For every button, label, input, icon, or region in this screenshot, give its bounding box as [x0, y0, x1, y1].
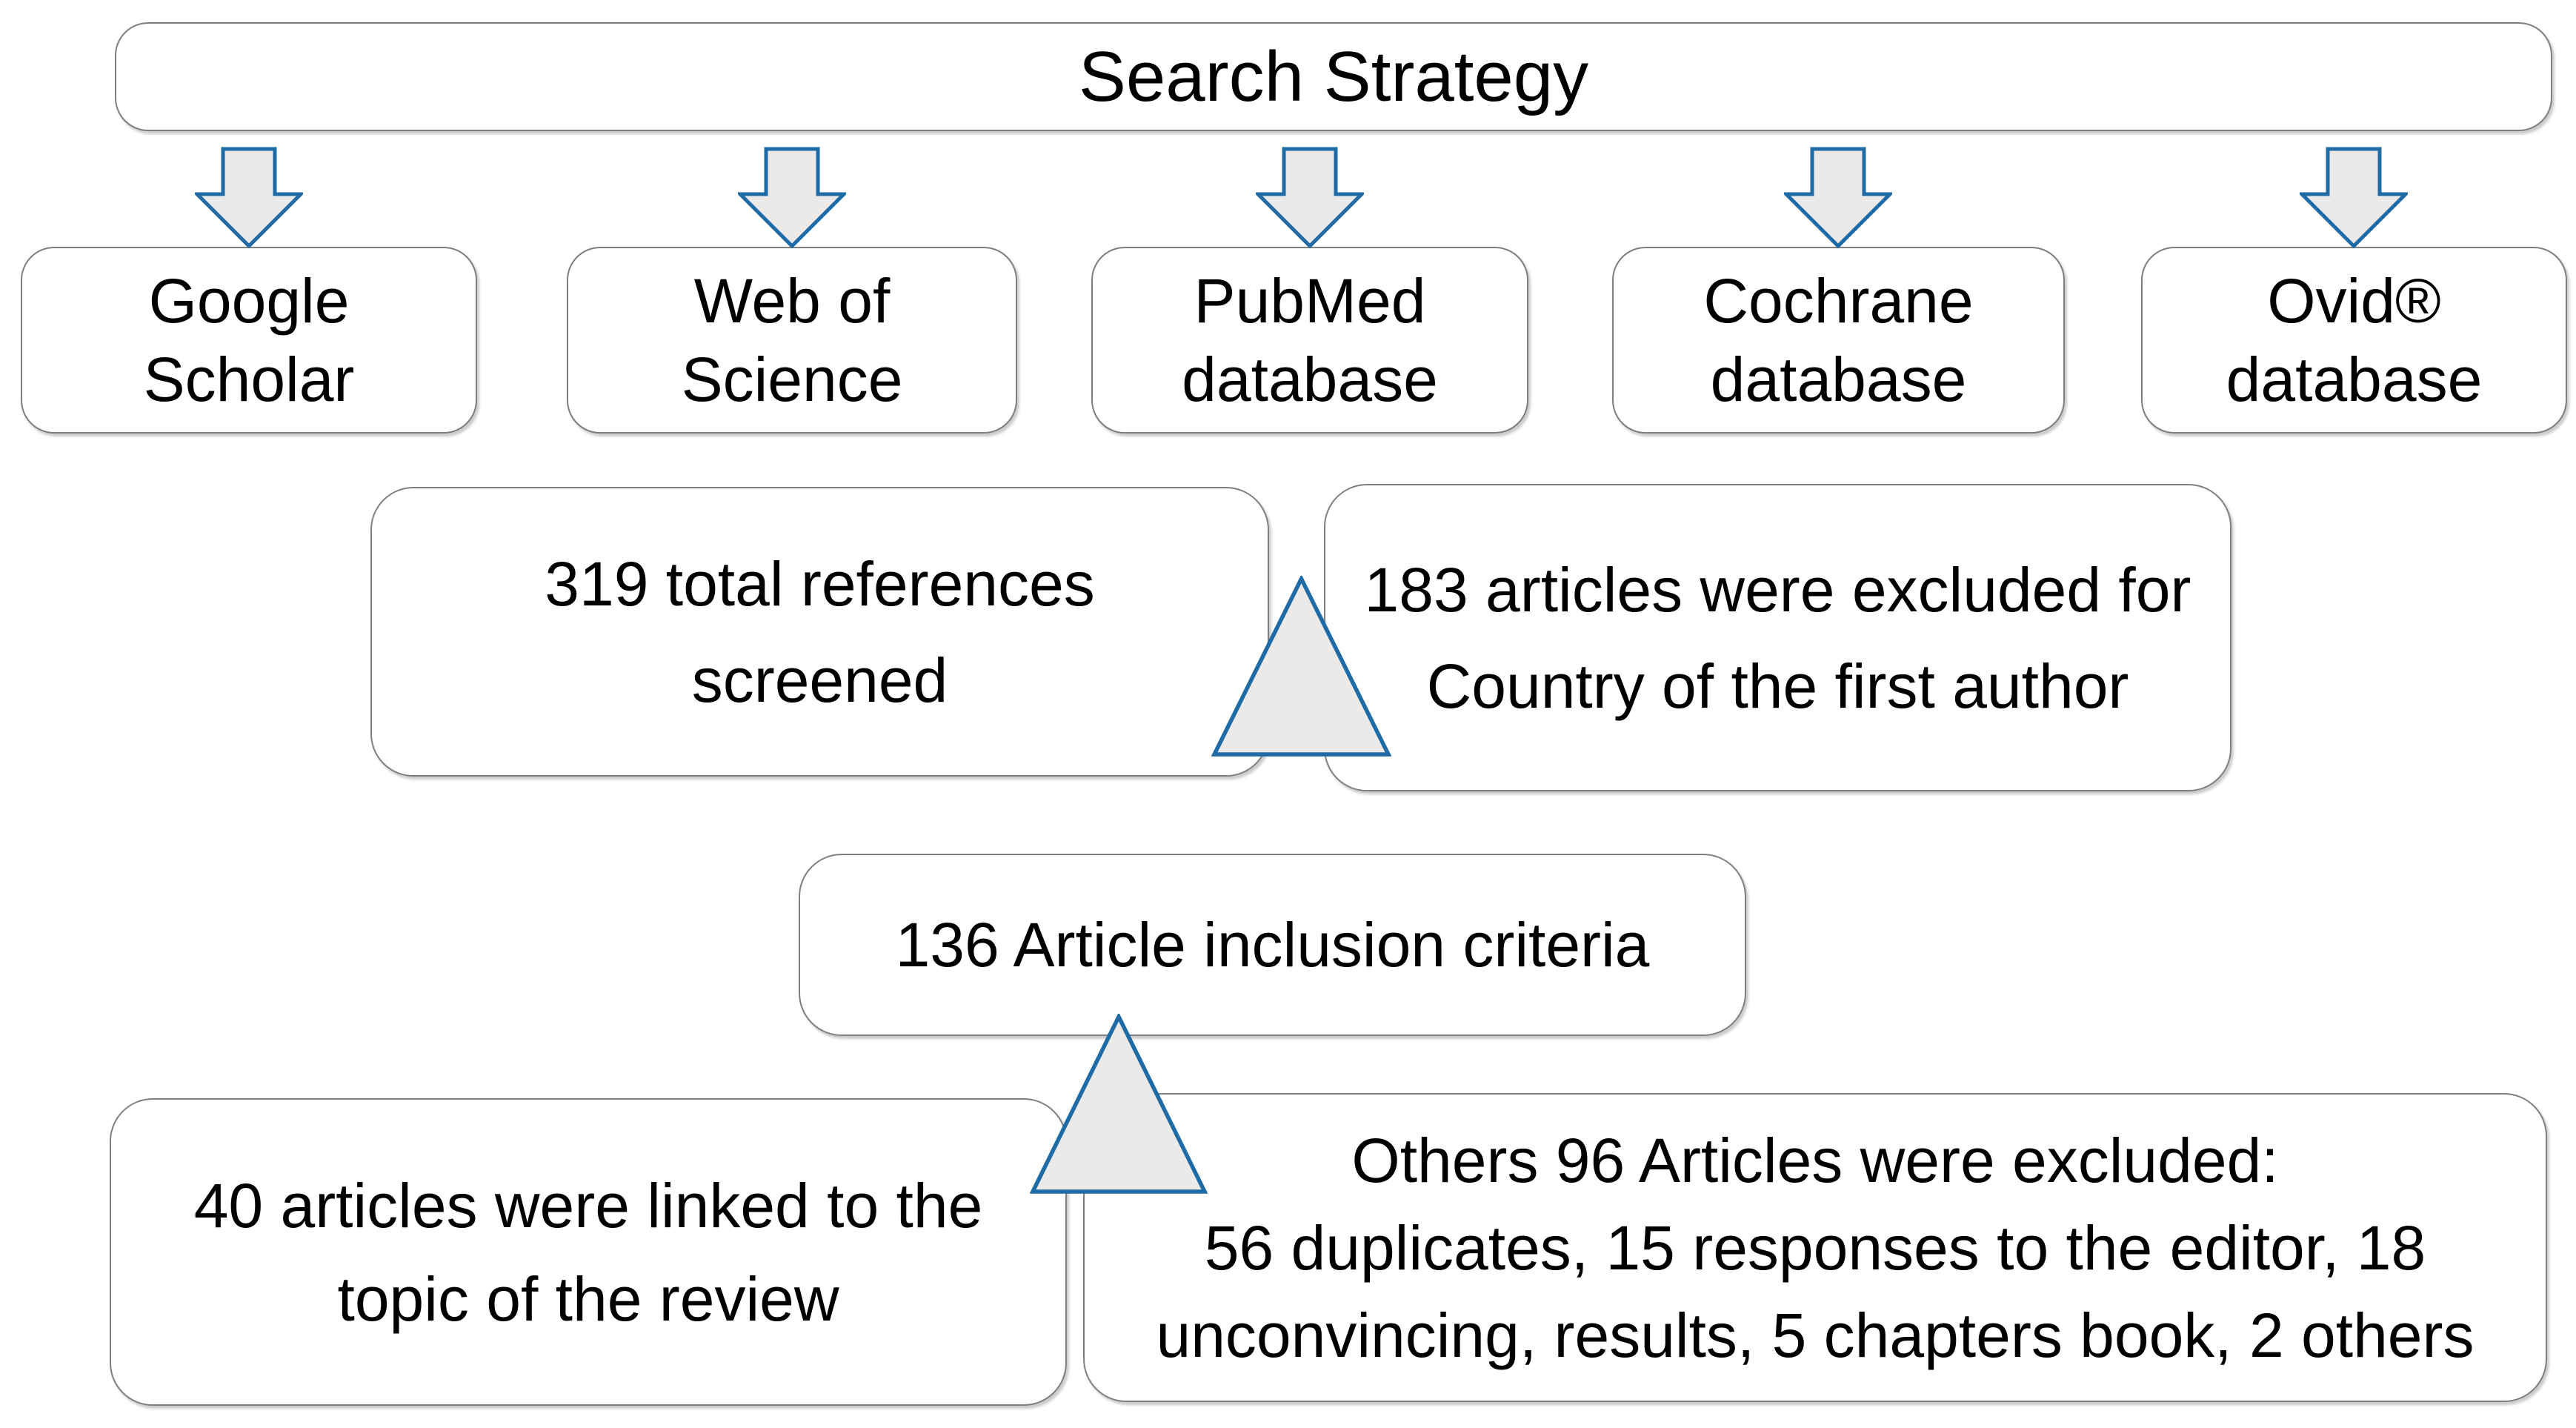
- down-arrow-icon: [738, 147, 846, 248]
- source-label: Google Scholar: [143, 266, 355, 414]
- title-box: Search Strategy: [115, 22, 2552, 131]
- flow-box-label: 319 total references screened: [545, 548, 1095, 715]
- source-label: PubMed database: [1182, 266, 1438, 414]
- source-box-google-scholar: Google Scholar: [21, 247, 477, 434]
- triangle-up-icon: [1211, 576, 1391, 757]
- down-arrow-icon: [2300, 147, 2408, 248]
- flow-box-label: 183 articles were excluded for Country o…: [1364, 554, 2191, 721]
- flow-box-linked-to-topic: 40 articles were linked to the topic of …: [110, 1098, 1067, 1406]
- source-label: Web of Science: [681, 266, 903, 414]
- down-arrow-icon: [1256, 147, 1364, 248]
- page-title: Search Strategy: [1078, 36, 1589, 116]
- flow-box-excluded-other: Others 96 Articles were excluded: 56 dup…: [1083, 1093, 2547, 1402]
- source-label: Ovid® database: [2226, 266, 2483, 414]
- source-box-cochrane: Cochrane database: [1612, 247, 2065, 434]
- source-box-pubmed: PubMed database: [1091, 247, 1528, 434]
- flow-box-excluded-country: 183 articles were excluded for Country o…: [1324, 484, 2231, 791]
- flow-box-total-screened: 319 total references screened: [370, 487, 1269, 777]
- flow-box-label: 40 articles were linked to the topic of …: [193, 1170, 983, 1334]
- flow-box-inclusion-criteria: 136 Article inclusion criteria: [799, 854, 1746, 1036]
- source-label: Cochrane database: [1703, 266, 1974, 414]
- source-box-web-of-science: Web of Science: [567, 247, 1017, 434]
- flow-box-label: 136 Article inclusion criteria: [895, 909, 1650, 980]
- down-arrow-icon: [195, 147, 303, 248]
- triangle-up-icon: [1030, 1014, 1208, 1195]
- down-arrow-icon: [1784, 147, 1892, 248]
- source-box-ovid: Ovid® database: [2141, 247, 2567, 434]
- flow-box-label: Others 96 Articles were excluded: 56 dup…: [1156, 1125, 2475, 1370]
